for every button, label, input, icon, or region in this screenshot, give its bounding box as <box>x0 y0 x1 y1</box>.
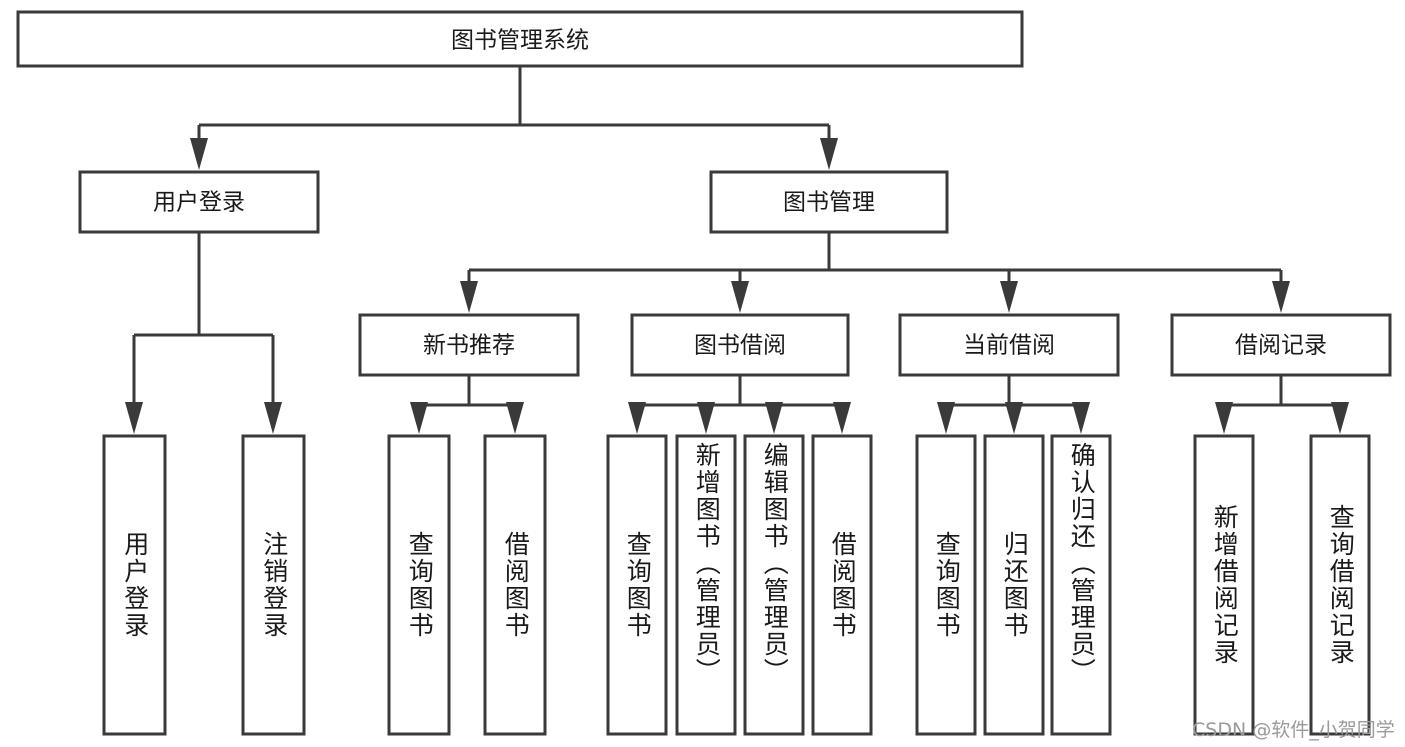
node-box-current-borrow[interactable] <box>898 313 1120 377</box>
node-box-root[interactable] <box>16 10 1024 68</box>
watermark-text: CSDN @软件_小贺同学 <box>1192 719 1395 741</box>
arrow-user-login <box>190 138 208 170</box>
arrow-new-book <box>460 281 478 313</box>
arrow-leaf-add-record <box>1215 402 1233 434</box>
node-box-leaf-edit-book[interactable] <box>743 434 805 736</box>
arrow-current-borrow <box>1000 281 1018 313</box>
node-box-leaf-add-book[interactable] <box>675 434 737 736</box>
node-box-leaf-add-record[interactable] <box>1193 434 1255 736</box>
node-box-leaf-query-book-rec[interactable] <box>387 434 451 736</box>
arrow-book-management <box>820 138 838 170</box>
node-label-root: 图书管理系统 <box>451 28 589 54</box>
arrow-leaf-add-book <box>697 402 715 434</box>
node-box-leaf-user-login[interactable] <box>102 434 167 736</box>
node-label-new-book-recommend: 新书推荐 <box>423 333 515 359</box>
node-box-leaf-return-book[interactable] <box>983 434 1045 736</box>
node-box-book-borrow[interactable] <box>630 313 850 377</box>
node-label-current-borrow: 当前借阅 <box>963 333 1055 359</box>
arrow-leaf-edit-book <box>765 402 783 434</box>
arrow-leaf-borrow-book <box>833 402 851 434</box>
arrow-leaf-return-book <box>1005 402 1023 434</box>
arrow-book-borrow <box>731 281 749 313</box>
arrow-leaf-query-record <box>1331 402 1349 434</box>
node-box-borrow-record[interactable] <box>1170 313 1392 377</box>
node-label-book-management: 图书管理 <box>783 190 875 216</box>
arrow-leaf-logout <box>264 402 282 434</box>
node-box-leaf-logout[interactable] <box>241 434 306 736</box>
node-box-user-login[interactable] <box>78 170 320 234</box>
node-box-leaf-borrow-book-rec[interactable] <box>483 434 547 736</box>
node-box-leaf-query-record[interactable] <box>1309 434 1371 736</box>
arrow-leaf-confirm-return <box>1072 402 1090 434</box>
node-label-borrow-record: 借阅记录 <box>1235 333 1327 359</box>
arrow-borrow-record <box>1272 281 1290 313</box>
arrow-leaf-user-login <box>125 402 143 434</box>
node-box-leaf-query-book-borrow[interactable] <box>606 434 668 736</box>
arrow-leaf-query-book-borrow <box>628 402 646 434</box>
node-label-user-login: 用户登录 <box>153 190 245 216</box>
node-box-leaf-borrow-book[interactable] <box>811 434 873 736</box>
node-box-book-management[interactable] <box>709 170 949 234</box>
node-box-leaf-query-book-cur[interactable] <box>915 434 977 736</box>
boxes-layer: 图书管理系统 用户登录 图书管理 新书推荐 图书借阅 当前借阅 借阅记录 <box>16 10 1392 736</box>
node-box-new-book-recommend[interactable] <box>358 313 580 377</box>
node-label-book-borrow: 图书借阅 <box>694 333 786 359</box>
arrow-leaf-query-book-rec <box>410 402 428 434</box>
node-box-leaf-confirm-return[interactable] <box>1050 434 1112 736</box>
connectors-layer <box>125 66 1349 434</box>
arrow-leaf-query-book-cur <box>937 402 955 434</box>
arrow-leaf-borrow-book-rec <box>506 402 524 434</box>
